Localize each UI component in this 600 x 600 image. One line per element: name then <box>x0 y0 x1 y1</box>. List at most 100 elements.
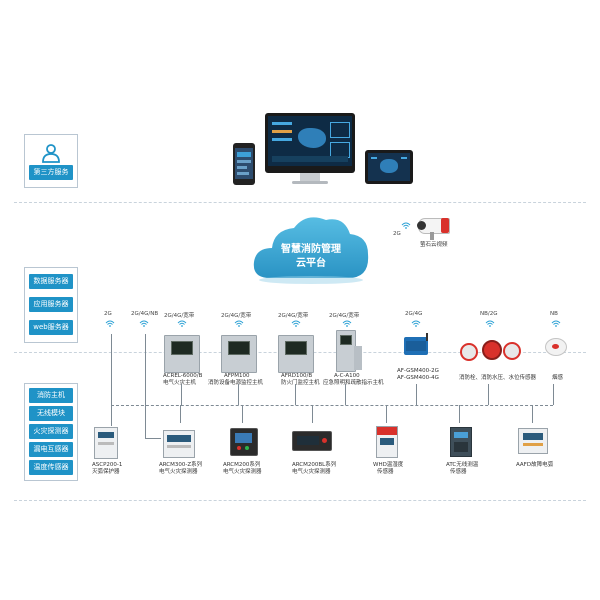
tag-aca: 2G/4G/宽带 <box>329 313 360 319</box>
connector-line <box>242 405 243 423</box>
connector-line <box>553 384 554 405</box>
afrd-host-device <box>278 335 314 373</box>
connector-line <box>145 438 161 439</box>
wifi-icon <box>411 320 421 327</box>
aafd-device <box>518 428 548 454</box>
connector-line <box>145 334 146 382</box>
connector-line <box>295 384 296 405</box>
type-leakage-transformer[interactable]: 漏电互感器 <box>29 442 73 457</box>
afpm-host-device <box>221 335 257 373</box>
separator-bottom <box>14 500 586 501</box>
type-fire-detector[interactable]: 火灾探测器 <box>29 424 73 439</box>
arcm300-label-2: 电气火灾探测器 <box>159 469 198 475</box>
whd-label-1: WHD温湿度 <box>373 462 404 468</box>
tag-afpm: 2G/4G/宽带 <box>221 313 252 319</box>
afpm-label-1: AFPM100 <box>224 373 250 379</box>
wifi-icon <box>105 320 115 327</box>
smoke-detector <box>545 338 567 356</box>
third-party-button[interactable]: 第三方服务 <box>29 165 73 180</box>
camera-mount <box>430 232 434 240</box>
afrd-label-2: 防火门监控主机 <box>281 380 320 386</box>
tag-nb: NB <box>550 311 558 317</box>
connector-line <box>180 405 181 423</box>
connector-line <box>111 334 112 382</box>
aca-host-device <box>336 330 356 372</box>
hydrant-sensor <box>460 343 478 361</box>
connector-line <box>488 384 489 405</box>
connector-line <box>181 384 182 405</box>
bus-line <box>111 405 553 406</box>
smoke-label: 烟感 <box>552 375 564 381</box>
wifi-icon <box>291 320 301 327</box>
atc-label-2: 传感器 <box>450 469 467 475</box>
aca-label-2: 应急照明和疏散指示主机 <box>323 380 384 386</box>
cloud-title: 智慧消防管理 <box>281 244 341 255</box>
connector-line <box>416 384 417 405</box>
gsm-antenna <box>426 333 428 341</box>
connector-line <box>145 382 146 438</box>
monitor-base <box>292 181 328 184</box>
cloud-subtitle: 云平台 <box>296 258 326 269</box>
whd-device <box>376 426 398 458</box>
acrel-label-2: 电气火灾主机 <box>163 380 197 386</box>
ascp-label-2: 灭弧保护器 <box>92 469 120 475</box>
phone-device <box>233 143 255 185</box>
cloud-platform <box>253 217 369 284</box>
arcm300-device <box>163 430 195 458</box>
level-sensor <box>503 342 521 360</box>
atc-device <box>450 427 472 457</box>
arcm200-label-2: 电气火灾探测器 <box>223 469 262 475</box>
gsm-module-device <box>404 337 428 355</box>
arcm200bl-device <box>292 431 332 451</box>
tag-acrel: 2G/4G/宽带 <box>164 313 195 319</box>
tag-2g: 2G <box>104 311 112 317</box>
afpm-label-2: 消防设备电源监控主机 <box>208 380 264 386</box>
tag-afrd: 2G/4G/宽带 <box>278 313 309 319</box>
gsm-label-2: AF-GSM400-4G <box>397 375 439 381</box>
connector-line <box>312 405 313 423</box>
afrd-label-1: AFRD100/B <box>281 373 313 379</box>
ascp-label-1: ASCP200-1 <box>92 462 123 468</box>
arcm200-device <box>230 428 258 456</box>
wifi-icon <box>234 320 244 327</box>
services-panel: 数据服务器 应用服务器 web服务器 <box>24 267 78 343</box>
type-fire-host[interactable]: 消防主机 <box>29 388 73 403</box>
ascp-device <box>94 427 118 459</box>
aafd-label-1: AAFD故障电弧 <box>516 462 554 468</box>
connector-line <box>238 384 239 405</box>
whd-label-2: 传感器 <box>377 469 394 475</box>
acrel-label-1: ACREL-6000/B <box>163 373 203 379</box>
service-web-server[interactable]: web服务器 <box>29 320 73 335</box>
wifi-icon <box>551 320 561 327</box>
wifi-icon <box>139 320 149 327</box>
arcm200bl-label-2: 电气火灾探测器 <box>292 469 331 475</box>
monitor-stand <box>300 173 320 181</box>
tag-gsm: 2G/4G <box>405 311 423 317</box>
aca-host-side <box>354 346 362 370</box>
arcm200-label-1: ARCM200系列 <box>223 462 261 468</box>
connector-line <box>111 382 112 426</box>
service-app-server[interactable]: 应用服务器 <box>29 297 73 312</box>
gsm-label-1: AF-GSM400-2G <box>397 368 439 374</box>
user-icon <box>42 144 60 163</box>
wifi-icon <box>485 320 495 327</box>
camera-label: 萤石云视频 <box>420 242 448 248</box>
wifi-icon <box>177 320 187 327</box>
connector-line <box>459 405 460 423</box>
tag-nb-2g: NB/2G <box>480 311 498 317</box>
type-wireless-module[interactable]: 无线模块 <box>29 406 73 421</box>
camera-network-tag: 2G <box>393 231 401 237</box>
third-party-panel: 第三方服务 <box>24 134 78 188</box>
service-data-server[interactable]: 数据服务器 <box>29 274 73 289</box>
monitor-device <box>265 113 355 173</box>
acrel-host-device <box>164 335 200 373</box>
camera-icon <box>417 218 450 234</box>
arcm300-label-1: ARCM300-Z系列 <box>159 462 203 468</box>
atc-label-1: ATC无线测温 <box>446 462 479 468</box>
connector-line <box>532 405 533 423</box>
hydrant-sensors-label: 消防栓、消防水压、水位传感器 <box>459 375 537 381</box>
tablet-device <box>365 150 413 184</box>
type-temperature-sensor[interactable]: 温度传感器 <box>29 460 73 475</box>
tag-2g-4g-nb: 2G/4G/NB <box>131 311 159 317</box>
pressure-sensor <box>482 340 502 360</box>
